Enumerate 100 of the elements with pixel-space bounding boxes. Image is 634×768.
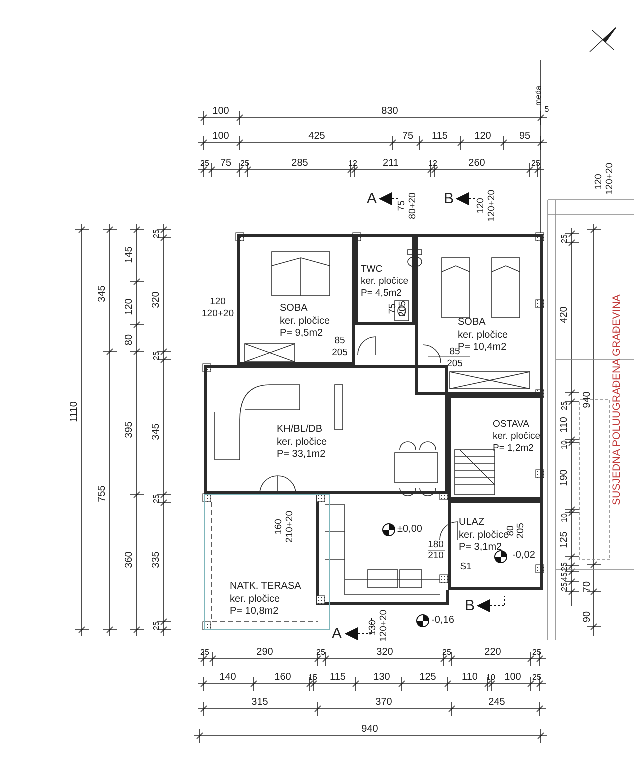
dimension-value: 211 [383, 159, 399, 169]
dimension-value: 25 [532, 649, 542, 657]
room-area: P= 10,8m2 [230, 606, 302, 618]
door-size: 85 [450, 347, 460, 357]
room-name: TWC [361, 265, 384, 276]
dimension-value: 25 [561, 562, 569, 572]
dimension-value: 10 [561, 440, 569, 450]
room-area: P= 33,1m2 [277, 449, 328, 460]
room-area: P= 9,5m2 [280, 328, 330, 340]
window-size: 75 [397, 200, 407, 212]
dimension-value: 95 [519, 132, 531, 142]
level-value: ±0,00 [398, 525, 422, 535]
dimension-value: 755 [98, 486, 108, 502]
dimension-value: 345 [152, 424, 162, 440]
dimension-value: 90 [583, 611, 593, 623]
section-letter: A [367, 192, 377, 206]
dimension-value: 25 [200, 649, 210, 657]
window-size: 120 [594, 174, 604, 190]
room-name: ULAZ [459, 517, 486, 528]
dimension-value: 10 [486, 674, 496, 682]
dimension-value: 130 [374, 673, 390, 683]
window-size: 120+20 [605, 163, 615, 195]
dimension-value: 25 [442, 649, 452, 657]
dimension-value: 190 [560, 470, 570, 486]
dimension-value: 315 [252, 698, 268, 708]
dimension-value: 940 [583, 392, 593, 408]
dimension-value: 140 [220, 673, 236, 683]
dimension-value: 110 [560, 417, 570, 433]
dimension-value: 25 [561, 234, 569, 244]
room-outline [415, 234, 543, 395]
dimension-value: 100 [212, 132, 230, 142]
window-size: 210+20 [285, 511, 295, 543]
terrace-outline [204, 494, 330, 630]
dimension-value: 115 [330, 673, 346, 683]
dimension-value: 395 [125, 422, 135, 438]
floor-finish: ker. pločice [361, 276, 409, 288]
dimension-value: 70 [583, 581, 593, 593]
door-size: 205 [398, 301, 408, 317]
section-letter: B [465, 598, 475, 614]
room-outline [355, 234, 415, 325]
dimension-value: 370 [376, 698, 392, 708]
dimension-value: 25 [561, 582, 569, 592]
dimension-value: 425 [308, 132, 326, 142]
dimension-value: 220 [484, 648, 502, 658]
section-letter: A [332, 626, 342, 642]
symbol-tag: S1 [460, 562, 472, 572]
room-name: SOBA [280, 303, 309, 314]
dimension-value: 1110 [70, 402, 80, 422]
level-value: -0,16 [432, 616, 454, 626]
dimension-value: 830 [382, 107, 398, 117]
window-size: 120+20 [379, 610, 389, 642]
window-size: 120 [210, 297, 226, 307]
room-outline [448, 395, 543, 500]
dimension-value: 115 [432, 132, 448, 142]
dimension-value: 120 [125, 298, 135, 316]
dimension-value: 100 [504, 673, 522, 683]
dimension-value: 25 [240, 160, 250, 168]
room-outline [448, 500, 543, 590]
room-name: KH/BL/DB [277, 424, 324, 436]
floor-finish: ker. pločice [277, 436, 328, 448]
window-size: 120+20 [202, 309, 234, 319]
room-name: NATK. TERASA [230, 581, 302, 592]
property-line-note: meda [535, 86, 543, 106]
dimension-value: 160 [274, 673, 292, 683]
dimension-value: 80 [125, 334, 135, 346]
door-size: 75 [388, 304, 398, 314]
room-area: P= 1,2m2 [493, 444, 541, 455]
dimension-value: 145 [125, 246, 135, 264]
dimension-value: 25 [153, 352, 161, 360]
dimension-value: 100 [212, 107, 230, 117]
room-name: OSTAVA [493, 420, 530, 431]
dimension-value: 25 [200, 160, 210, 168]
dimension-value: 10 [561, 514, 569, 522]
window-size: 130 [368, 620, 378, 636]
door-size: 205 [516, 523, 526, 539]
dimension-value: 110 [462, 673, 478, 683]
dimension-value: 25 [532, 674, 542, 682]
dimension-value: 335 [152, 552, 162, 568]
dimension-value: 120 [474, 132, 492, 142]
dimension-value: 420 [560, 306, 570, 324]
dimension-value: 25 [153, 622, 161, 630]
dimension-value: 125 [560, 532, 570, 548]
dimension-value: 12 [348, 160, 358, 168]
section-letter: B [444, 192, 454, 206]
dimension-value: 260 [468, 159, 486, 169]
dimension-value: 25 [561, 402, 569, 410]
dimension-value: 360 [125, 552, 135, 568]
dimension-value: 345 [98, 286, 108, 302]
dimension-value: 45 [561, 572, 569, 582]
room-outline [204, 365, 448, 494]
dimension-value: 320 [152, 292, 162, 308]
dimension-value: 940 [362, 725, 378, 735]
dimension-value: 290 [256, 648, 274, 658]
dimension-value: 25 [532, 160, 540, 168]
door-size: 210 [428, 551, 444, 561]
room-name: SOBA [458, 317, 487, 328]
neighbour-building-note: SUSJEDNA POLUUGRAĐENA GRAĐEVINA [612, 294, 622, 506]
window-size: 80+20 [408, 192, 418, 220]
dimension-value: 75 [402, 132, 414, 142]
door-size: 205 [332, 348, 348, 358]
